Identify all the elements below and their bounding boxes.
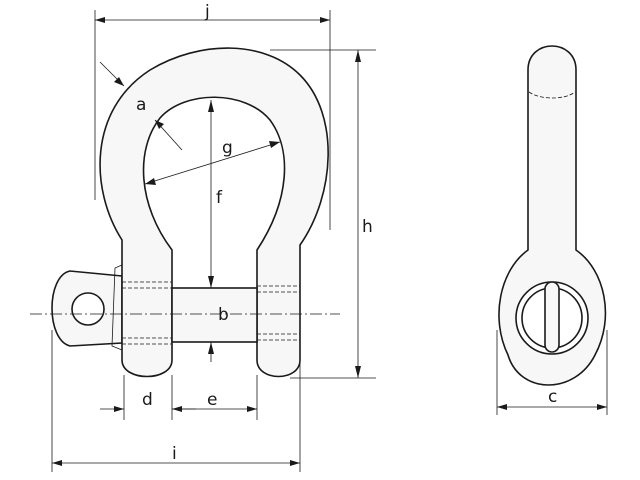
pin-collar [111,264,123,351]
hidden-line [528,91,576,99]
front-view [30,47,340,378]
dimensions: j a g f b h d [51,2,608,472]
label-d: d [142,390,153,410]
label-f: f [216,188,223,208]
label-e: e [207,390,217,410]
pin-slot [544,281,560,353]
pin-body [171,287,258,343]
dimension-g [144,141,281,185]
label-a: a [136,95,146,115]
label-i: i [172,444,177,464]
label-h: h [362,217,373,237]
side-view [498,45,607,386]
pin-eye-hole [71,292,105,326]
label-g: g [222,138,233,158]
shackle-bow [99,47,329,378]
label-j: j [204,2,210,22]
label-b: b [218,305,229,325]
label-c: c [548,387,557,407]
